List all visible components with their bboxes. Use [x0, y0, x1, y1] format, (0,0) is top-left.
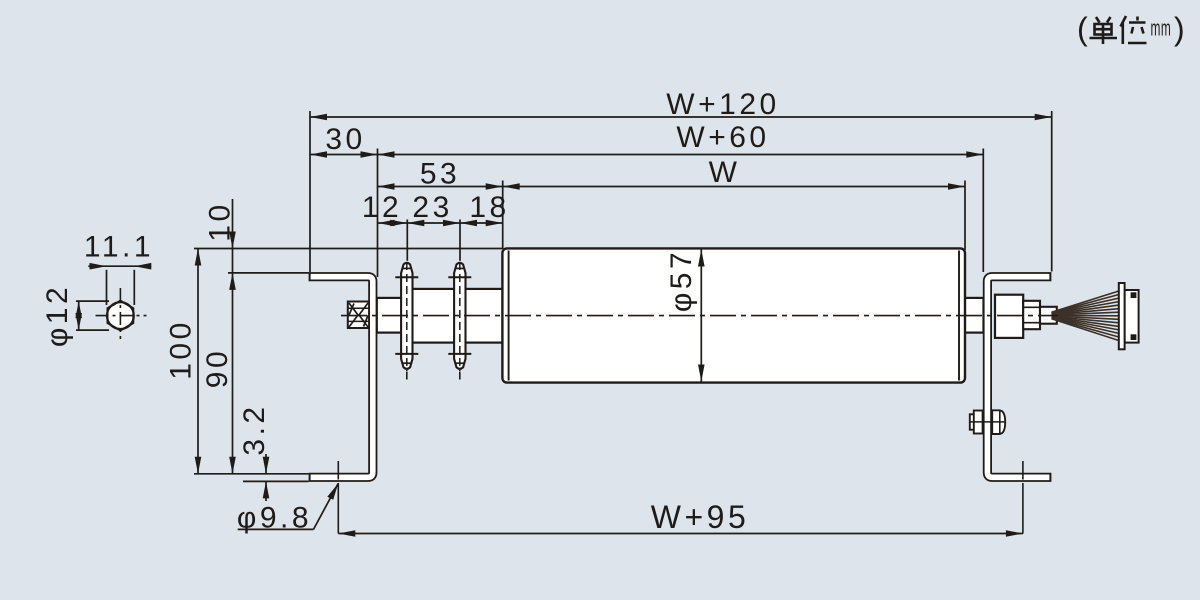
svg-text:W+95: W+95 [651, 499, 749, 535]
svg-text:): ) [1174, 11, 1185, 47]
svg-text:30: 30 [325, 123, 365, 156]
svg-text:φ12: φ12 [41, 284, 74, 347]
svg-text:φ9.8: φ9.8 [237, 502, 312, 535]
svg-text:12: 12 [362, 191, 402, 224]
svg-text:3.2: 3.2 [238, 403, 271, 455]
svg-text:W+120: W+120 [666, 88, 779, 121]
svg-text:53: 53 [420, 158, 460, 191]
svg-text:23: 23 [412, 191, 452, 224]
svg-text:φ57: φ57 [665, 249, 698, 312]
svg-text:mm: mm [1151, 16, 1172, 41]
svg-text:(: ( [1077, 11, 1088, 47]
svg-text:W+60: W+60 [676, 121, 769, 154]
svg-text:W: W [709, 156, 741, 189]
svg-text:100: 100 [165, 319, 198, 380]
svg-text:90: 90 [201, 348, 234, 388]
svg-text:18: 18 [469, 191, 509, 224]
svg-text:11.1: 11.1 [84, 231, 154, 264]
svg-text:10: 10 [204, 201, 237, 241]
